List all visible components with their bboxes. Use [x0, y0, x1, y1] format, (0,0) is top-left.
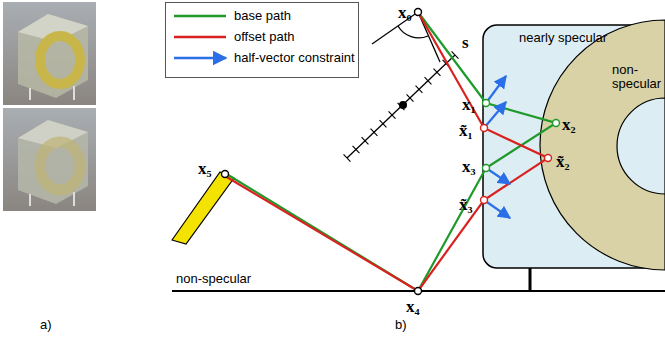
render-image	[3, 2, 96, 105]
half-vector	[484, 76, 510, 218]
point-label: x₂	[562, 116, 576, 133]
subregion: non-specular	[608, 63, 665, 123]
light-source	[172, 172, 234, 244]
vertex	[222, 9, 560, 295]
point-label: x̃₃	[459, 196, 473, 213]
point-label: x̃₁	[459, 122, 473, 139]
region-label: nearly specular	[519, 31, 639, 45]
legend-text: half-vector constraint	[234, 50, 355, 65]
point-label: x̃₂	[556, 153, 570, 170]
legend-text: offset path	[234, 29, 294, 44]
stand	[529, 268, 532, 291]
legend-sample	[174, 57, 226, 60]
legend-text: base path	[234, 8, 291, 23]
region-box: nearly specular non-specular	[483, 25, 665, 268]
region-label: non-specular	[612, 63, 664, 92]
point-label: x₁	[462, 96, 476, 113]
point-label: x₃	[462, 158, 476, 175]
point-label: x₄	[406, 298, 420, 315]
legend-sample	[174, 36, 226, 39]
point-label: x₅	[198, 160, 212, 177]
label: non-specular	[176, 272, 251, 285]
render-image	[3, 108, 96, 211]
legend: base path offset path half-vector constrai…	[165, 2, 359, 78]
point-label: x₀	[398, 4, 412, 21]
point-label: s	[462, 34, 469, 51]
offset-path	[225, 12, 548, 291]
label: a)	[40, 318, 52, 331]
sensor	[344, 51, 459, 161]
torus-region	[540, 20, 665, 270]
legend-sample	[174, 15, 226, 18]
base-path	[225, 12, 556, 291]
torus-hole	[617, 98, 665, 194]
label: b)	[395, 318, 407, 331]
